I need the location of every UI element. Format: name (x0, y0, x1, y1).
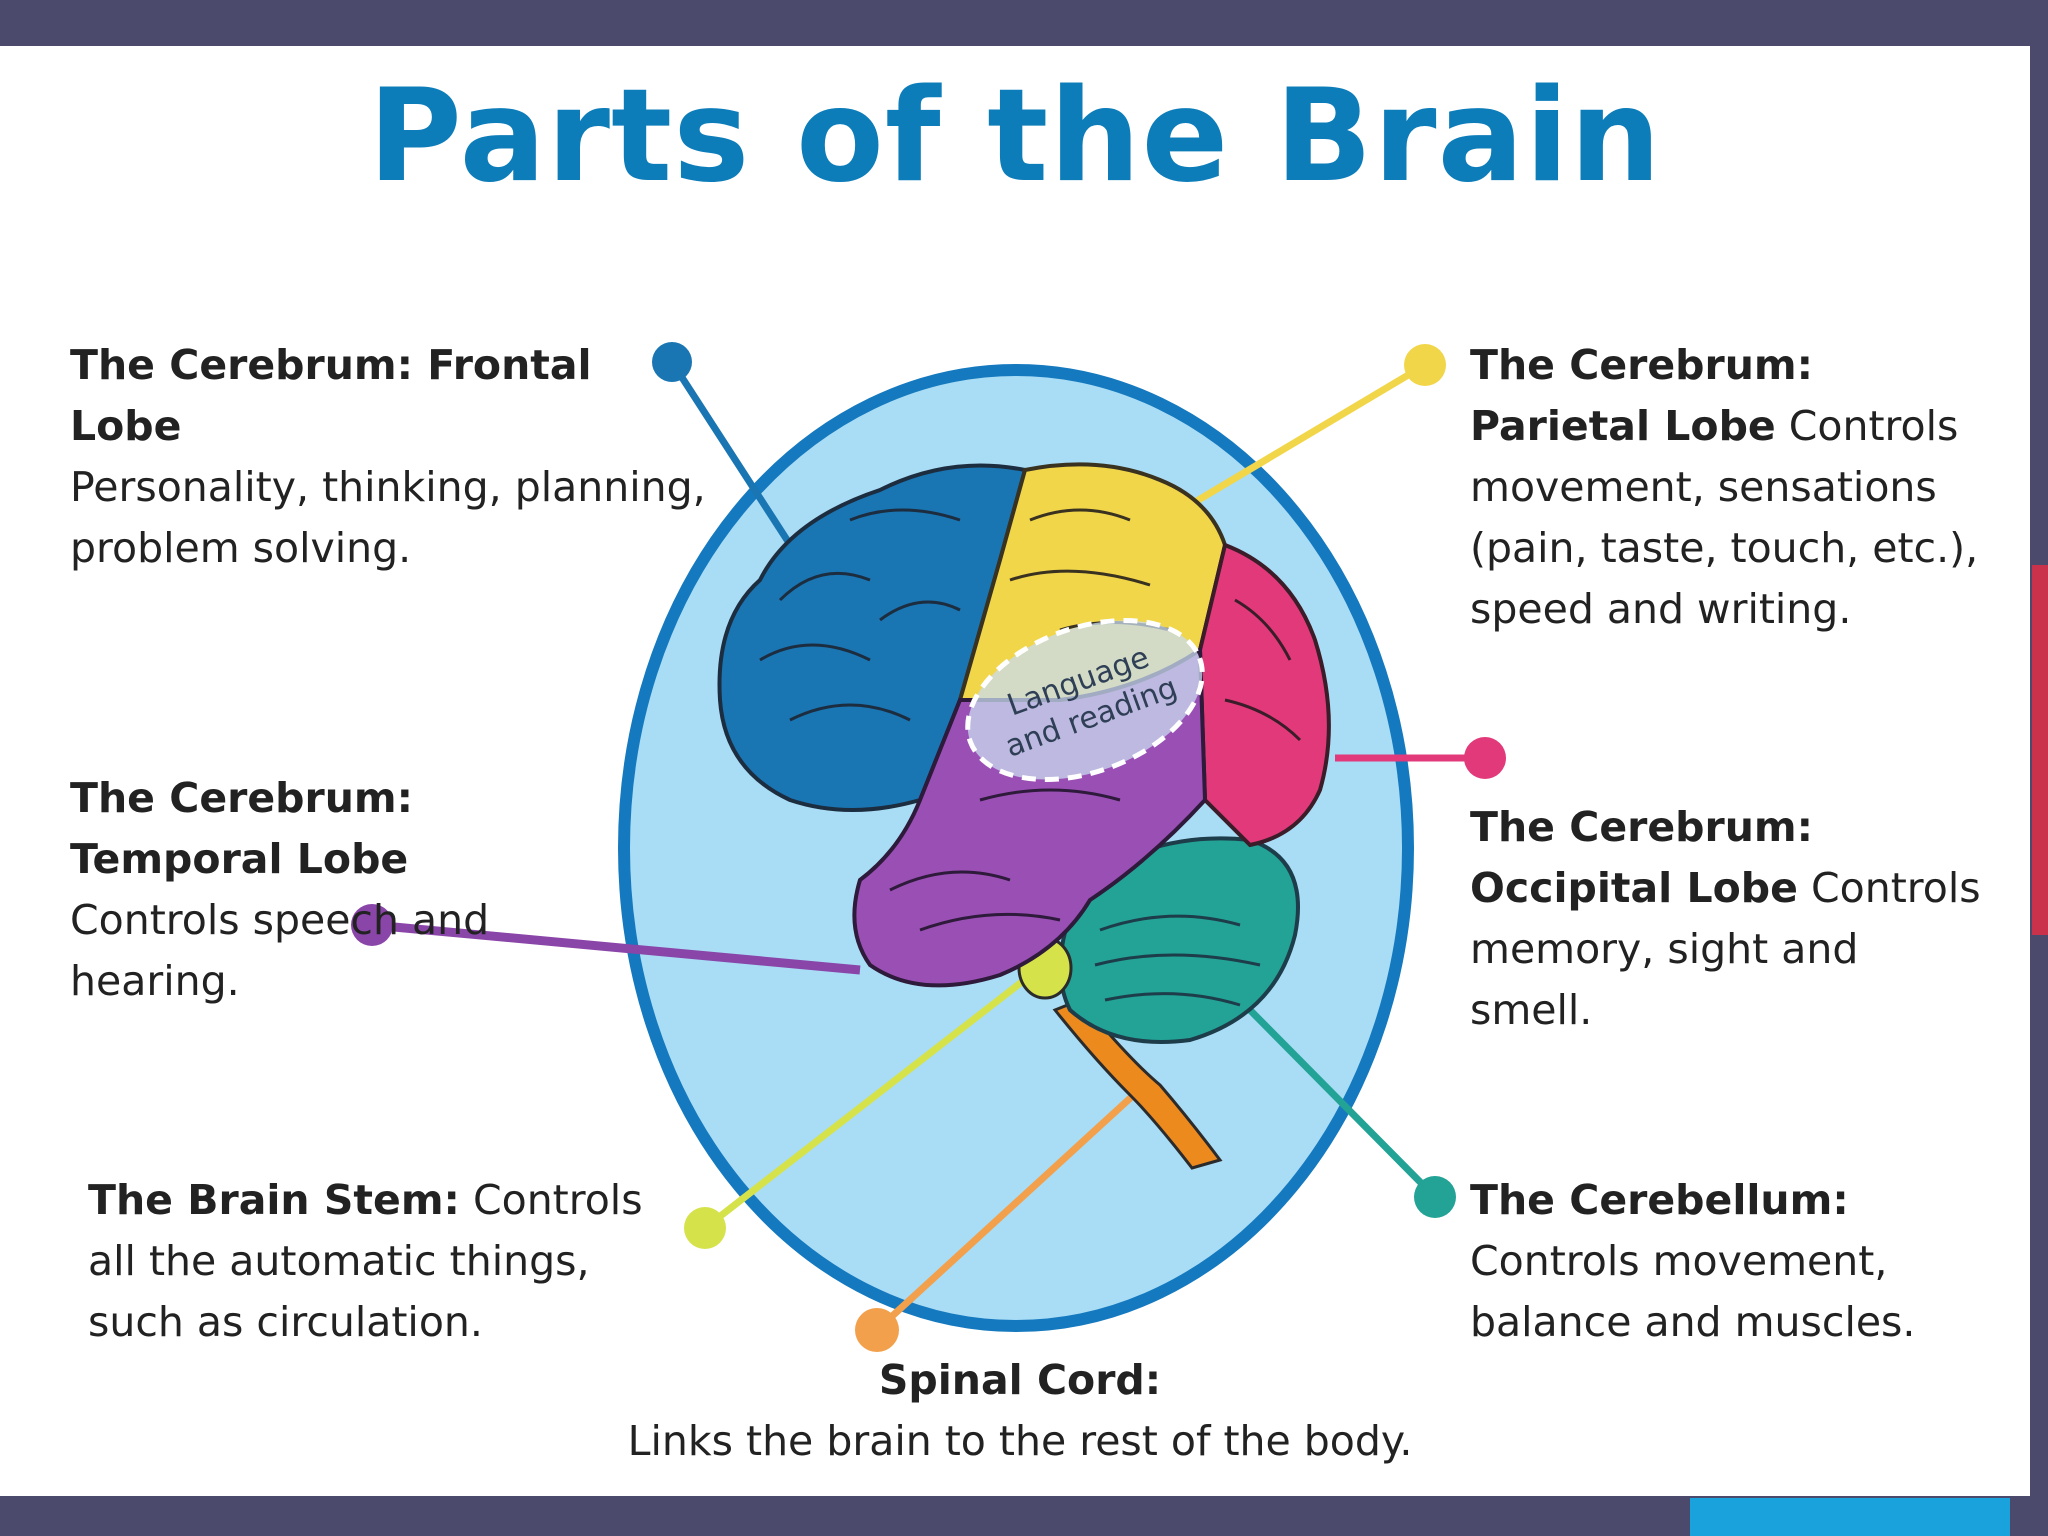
temporal-lobe-label: The Cerebrum: Temporal Lobe Controls spe… (70, 768, 590, 1012)
parietal-connector-line (1188, 361, 1427, 509)
red-accent-bar (2032, 565, 2048, 935)
page-title: Parts of the Brain (368, 62, 1662, 211)
occipital-lobe-label: The Cerebrum: Occipital Lobe Controls me… (1470, 797, 1990, 1041)
cerebellum-heading: The Cerebellum: (1470, 1176, 1849, 1224)
spinal-cord-connector-dot (855, 1308, 899, 1352)
occipital-lobe-heading: The Cerebrum: Occipital Lobe (1470, 803, 1814, 912)
cerebellum-shape (1058, 836, 1300, 1044)
parietal-lobe-label: The Cerebrum: Parietal Lobe Controls mov… (1470, 335, 1990, 640)
temporal-connector-line (371, 920, 861, 975)
cerebellum-connector-line (1242, 1002, 1438, 1200)
occipital-connector-dot (1464, 737, 1506, 779)
spinal-cord-heading: Spinal Cord: (878, 1356, 1162, 1404)
parietal-connector-dot (1404, 344, 1446, 386)
temporal-lobe-heading: The Cerebrum: Temporal Lobe (70, 774, 414, 883)
temporal-lobe-description: Controls speech and hearing. (70, 896, 490, 1005)
spinal-cord-description: Links the brain to the rest of the body. (627, 1417, 1413, 1465)
brain-stem-heading: The Brain Stem: (88, 1176, 460, 1224)
brain-stem-label: The Brain Stem: Controls all the automat… (88, 1170, 688, 1353)
occipital-lobe-shape (1197, 542, 1331, 848)
cerebellum-label: The Cerebellum: Controls movement, balan… (1470, 1170, 1990, 1353)
language-region: Language and reading (965, 618, 1205, 782)
brain-stem-description: Controls all the automatic things, such … (88, 1176, 643, 1346)
spinal-cord-label: Spinal Cord: Links the brain to the rest… (600, 1350, 1440, 1472)
spinal-cord-shape (1052, 998, 1223, 1170)
parietal-lobe-description: Controls movement, sensations (pain, tas… (1470, 402, 1979, 633)
top-border (0, 0, 2048, 46)
temporal-connector-dot (351, 904, 393, 946)
occipital-lobe-description: Controls memory, sight and smell. (1470, 864, 1981, 1034)
spinal-cord-connector-line (874, 1077, 1153, 1333)
frontal-lobe-label: The Cerebrum: Frontal Lobe Personality, … (70, 335, 710, 579)
parietal-lobe-heading: The Cerebrum: Parietal Lobe (1470, 341, 1814, 450)
brain-stem-connector-dot (684, 1207, 726, 1249)
brain-stem-connector-line (702, 957, 1053, 1231)
frontal-lobe-description: Personality, thinking, planning, problem… (70, 463, 706, 572)
blue-accent-bar (1690, 1498, 2010, 1536)
frontal-connector-dot (652, 342, 692, 382)
frontal-connector-line (669, 360, 803, 562)
cerebellum-description: Controls movement, balance and muscles. (1470, 1237, 1916, 1346)
frontal-lobe-heading: The Cerebrum: Frontal Lobe (70, 341, 592, 450)
cerebellum-connector-dot (1414, 1176, 1456, 1218)
